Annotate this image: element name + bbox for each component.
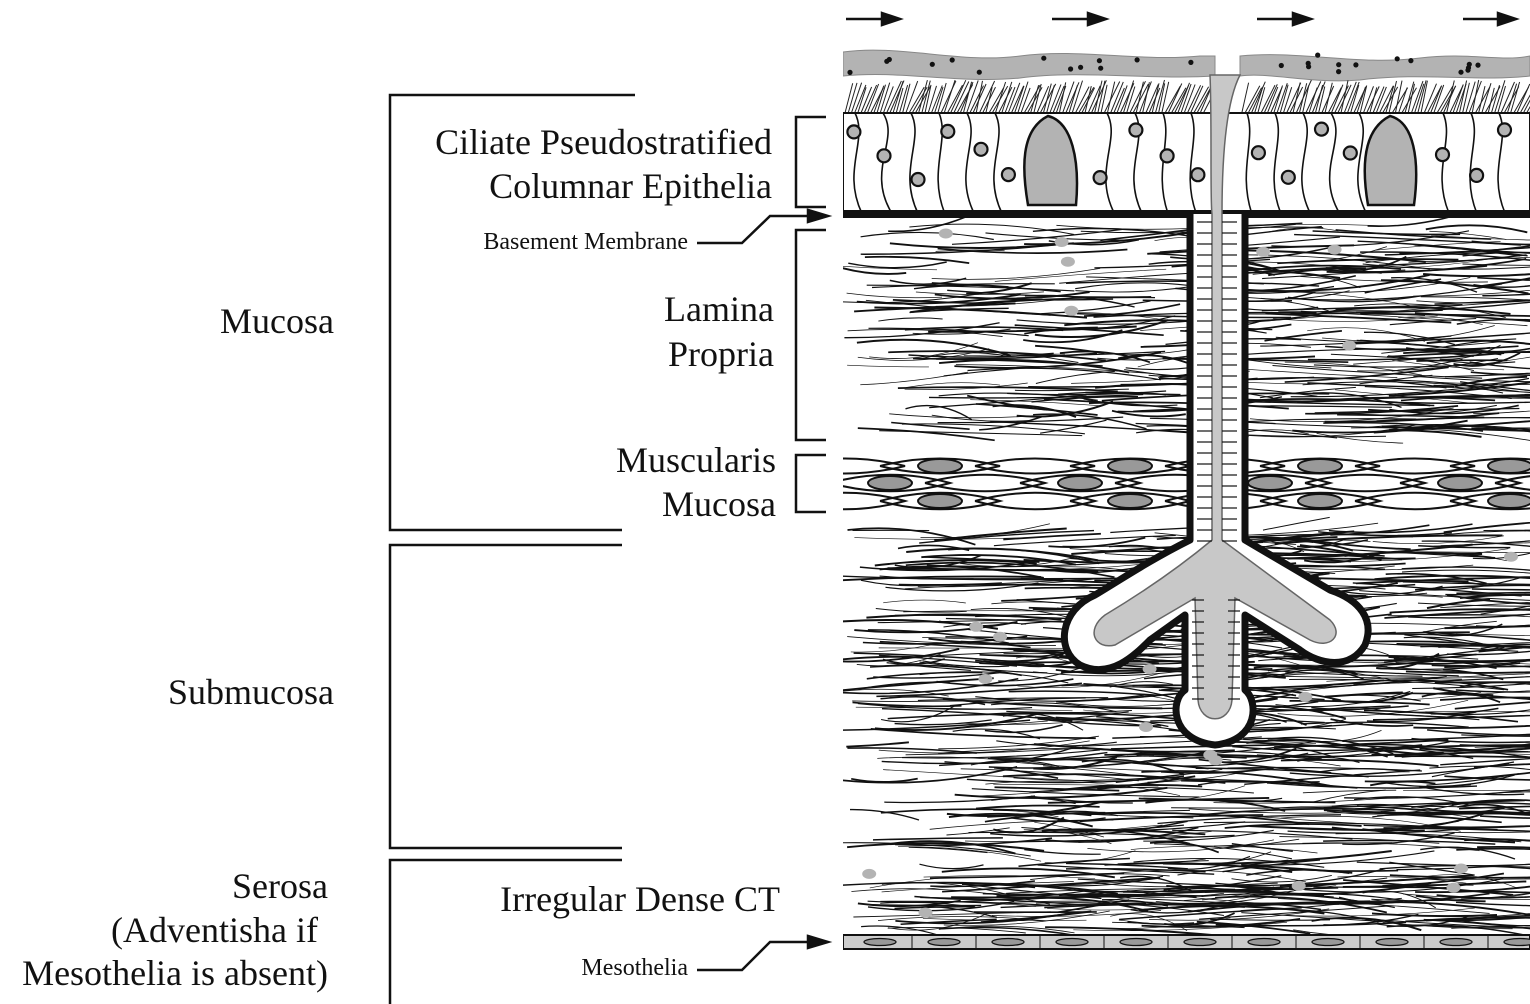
adventisha-label: (Adventisha if — [111, 910, 318, 951]
basement-membrane-label: Basement Membrane — [483, 229, 688, 257]
bracket-lamina-propria — [796, 230, 826, 440]
lamina-label-line2: Propria — [668, 334, 774, 375]
mesothelia-pointer — [697, 936, 828, 970]
dense-ct-label: Irregular Dense CT — [500, 879, 780, 920]
submucosa-label: Submucosa — [168, 672, 334, 713]
cilia-layer — [845, 80, 1530, 113]
mesothelia-label: Mesothelia — [581, 955, 688, 983]
epithelium-label-line1: Ciliate Pseudostratified — [435, 122, 772, 163]
serosa-label: Serosa — [232, 866, 328, 907]
bracket-epithelium — [796, 117, 826, 207]
mucus-layer — [843, 50, 1530, 81]
flow-arrows — [846, 13, 1516, 25]
basement-membrane-pointer — [697, 210, 828, 243]
dense-ct-fibers — [837, 851, 1530, 942]
epithelium-label-line2: Columnar Epithelia — [489, 166, 772, 207]
bracket-muscularis — [796, 455, 826, 512]
muscularis-label-line2: Mucosa — [662, 484, 776, 525]
muscularis-mucosa-cells — [785, 459, 1530, 510]
mucosa-label: Mucosa — [220, 301, 334, 342]
lamina-propria-fibers — [835, 211, 1530, 443]
bracket-submucosa — [390, 545, 622, 848]
lamina-label-line1: Lamina — [664, 289, 774, 330]
muscularis-label-line1: Muscularis — [616, 440, 776, 481]
mesothelia-absent-label: Mesothelia is absent) — [22, 953, 328, 994]
